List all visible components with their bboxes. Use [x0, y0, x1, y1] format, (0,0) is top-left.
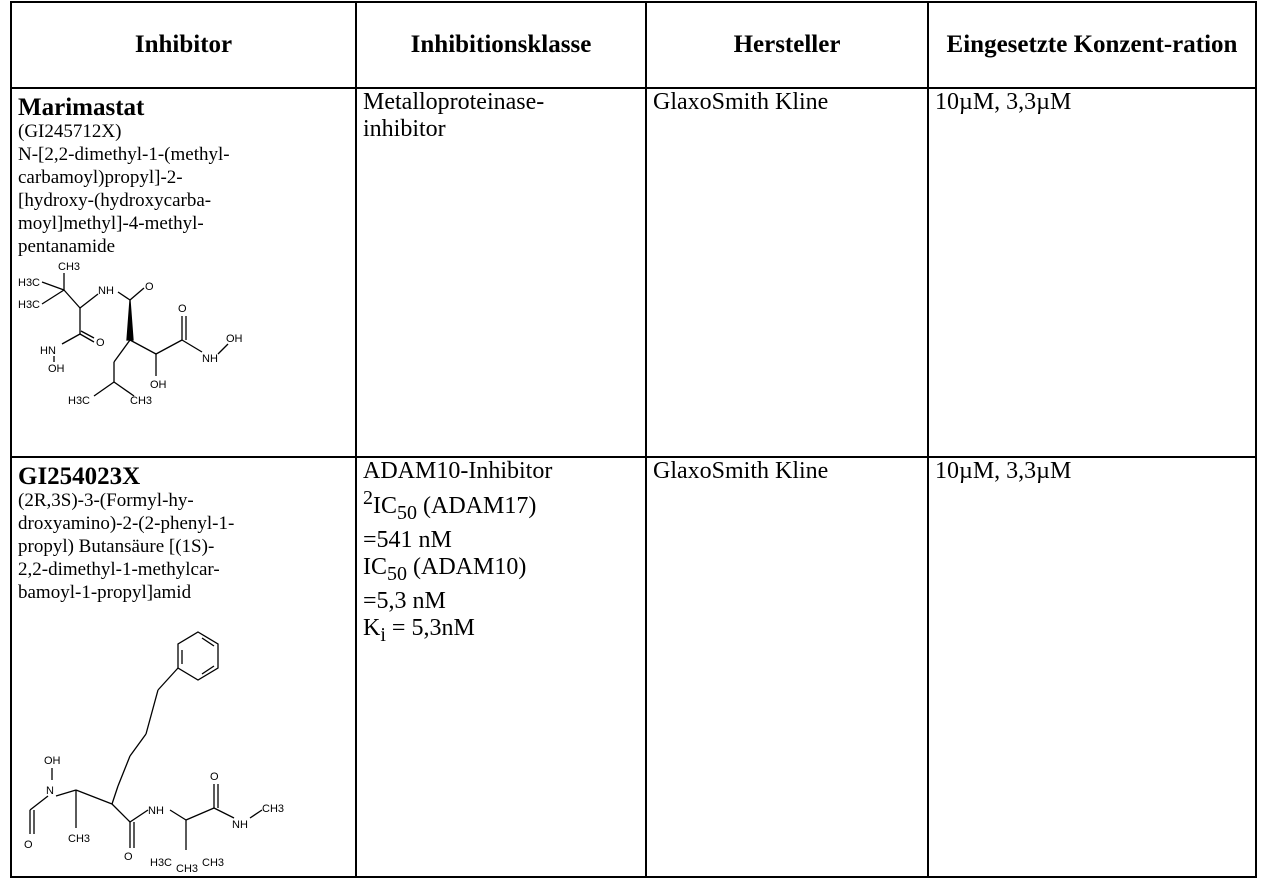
- chem-line: pentanamide: [18, 236, 116, 257]
- footnote-marker: 2: [363, 487, 373, 509]
- ic50-target: (ADAM10): [407, 553, 527, 580]
- ki-value: = 5,3nM: [385, 614, 475, 641]
- ic50-label: IC: [363, 553, 387, 580]
- structure-label: NH: [232, 819, 248, 831]
- ic50-adam17-line: 2IC50 (ADAM17): [363, 485, 639, 527]
- table-row: Marimastat (GI245712X) N-[2,2-dimethyl-1…: [10, 87, 1257, 458]
- chem-line: propyl) Butansäure [(1S)-: [18, 536, 215, 557]
- structure-label: OH: [226, 333, 243, 345]
- structure-label: OH: [48, 363, 65, 375]
- marimastat-structure: CH3 H3C H3C NH O O HN OH: [18, 261, 243, 407]
- structure-label: OH: [150, 379, 167, 391]
- ic50-adam10-value: =5,3 nM: [363, 587, 446, 614]
- structure-label: OH: [44, 755, 61, 767]
- structure-label: N: [46, 785, 54, 797]
- structure-label: O: [96, 337, 105, 349]
- klasse-line: inhibitor: [363, 116, 446, 142]
- chem-line: (GI245712X): [18, 121, 122, 142]
- structure-label: HN: [40, 345, 56, 357]
- ic50-adam10-line: IC50 (ADAM10): [363, 554, 639, 588]
- structure-label: O: [210, 771, 219, 783]
- structure-label: CH3: [202, 857, 224, 869]
- structure-label: CH3: [176, 863, 198, 872]
- gi254023x-structure: OH N O CH3 O NH H3C CH3: [24, 631, 284, 872]
- structure-label: NH: [202, 353, 218, 365]
- table-row: GI254023X (2R,3S)-3-(Formyl-hy- droxyami…: [10, 456, 1257, 878]
- structure-label: NH: [98, 285, 114, 297]
- konzentration-cell: 10µM, 3,3µM: [927, 87, 1257, 458]
- structure-label: O: [178, 303, 187, 315]
- header-hersteller: Hersteller: [645, 1, 929, 89]
- chem-line: droxyamino)-2-(2-phenyl-1-: [18, 513, 235, 534]
- structure-label: CH3: [68, 833, 90, 845]
- ic50-target: (ADAM17): [417, 493, 537, 519]
- chem-line: moyl]methyl]-4-methyl-: [18, 213, 204, 234]
- chem-line: [hydroxy-(hydroxycarba-: [18, 190, 212, 211]
- ki-line: Ki = 5,3nM: [363, 615, 639, 649]
- structure-label: CH3: [130, 395, 152, 407]
- konzentration-text: 10µM, 3,3µM: [935, 89, 1072, 115]
- structure-label: CH3: [262, 803, 284, 815]
- klasse-line: ADAM10-Inhibitor: [363, 458, 553, 484]
- structure-label: H3C: [18, 299, 40, 311]
- ic50-adam17-value: =541 nM: [363, 526, 452, 553]
- konzentration-cell: 10µM, 3,3µM: [927, 456, 1257, 878]
- structure-label: NH: [148, 805, 164, 817]
- chem-line: 2,2-dimethyl-1-methylcar-: [18, 559, 220, 580]
- structure-label: H3C: [68, 395, 90, 407]
- konzentration-text: 10µM, 3,3µM: [935, 458, 1072, 484]
- hersteller-text: GlaxoSmith Kline: [653, 458, 829, 484]
- chem-line: N-[2,2-dimethyl-1-(methyl-: [18, 144, 230, 165]
- structure-label: CH3: [58, 261, 80, 273]
- hersteller-cell: GlaxoSmith Kline: [645, 456, 929, 878]
- header-inhibitor: Inhibitor: [10, 1, 357, 89]
- header-inhibitionsklasse: Inhibitionsklasse: [355, 1, 647, 89]
- inhibitor-cell: GI254023X (2R,3S)-3-(Formyl-hy- droxyami…: [10, 456, 357, 878]
- hersteller-text: GlaxoSmith Kline: [653, 89, 829, 115]
- hersteller-cell: GlaxoSmith Kline: [645, 87, 929, 458]
- structure-label: H3C: [18, 277, 40, 289]
- chem-line: carbamoyl)propyl]-2-: [18, 167, 183, 188]
- ic50-subscript: 50: [397, 501, 417, 524]
- ic50-label: IC: [373, 493, 397, 519]
- structure-label: O: [24, 839, 33, 851]
- ki-subscript: i: [380, 623, 386, 646]
- ki-label: K: [363, 614, 381, 641]
- header-row: Inhibitor Inhibitionsklasse Hersteller E…: [10, 1, 1257, 89]
- klasse-cell: ADAM10-Inhibitor 2IC50 (ADAM17) =541 nM …: [355, 456, 647, 878]
- structure-label: O: [145, 281, 154, 293]
- inhibitor-cell: Marimastat (GI245712X) N-[2,2-dimethyl-1…: [10, 87, 357, 458]
- structure-label: O: [124, 851, 133, 863]
- structure-label: H3C: [150, 857, 172, 869]
- chem-line: bamoyl-1-propyl]amid: [18, 582, 192, 603]
- ic50-subscript: 50: [387, 562, 407, 585]
- header-konzentration: Eingesetzte Konzent-ration: [927, 1, 1257, 89]
- klasse-line: Metalloproteinase-: [363, 89, 545, 115]
- inhibitor-table: Inhibitor Inhibitionsklasse Hersteller E…: [10, 1, 1257, 878]
- chem-line: (2R,3S)-3-(Formyl-hy-: [18, 490, 194, 511]
- inhibitor-name: GI254023X: [18, 463, 141, 490]
- inhibitor-name: Marimastat: [18, 94, 145, 121]
- klasse-cell: Metalloproteinase- inhibitor: [355, 87, 647, 458]
